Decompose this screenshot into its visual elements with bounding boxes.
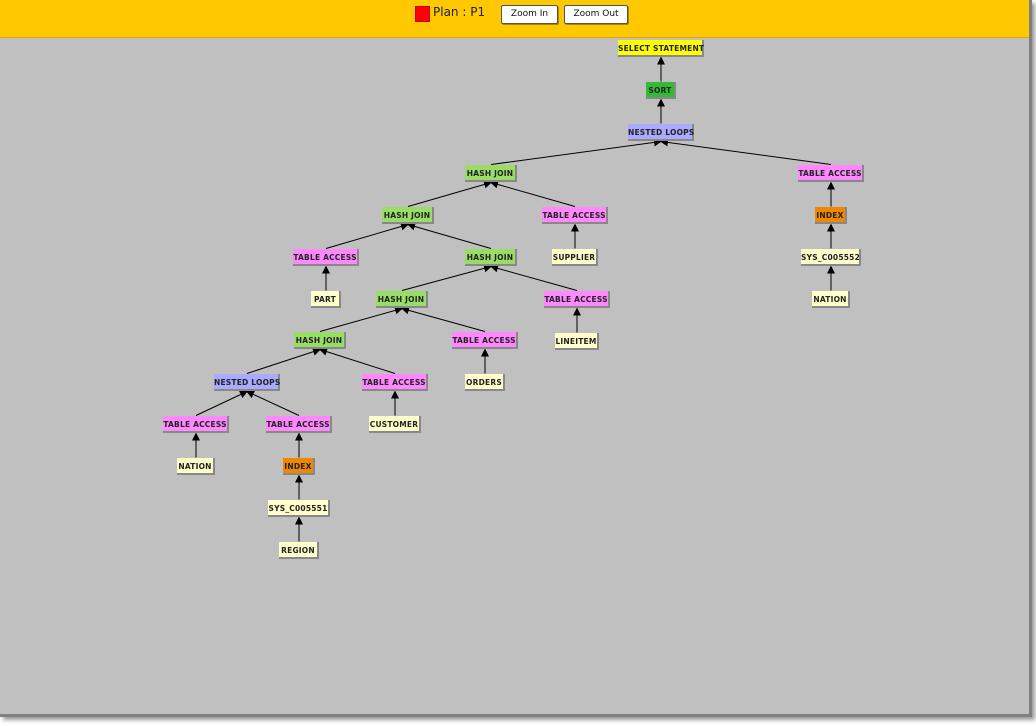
edge-arrow [407, 222, 492, 249]
plan-node-nested-loops[interactable]: NESTED LOOPS [628, 123, 694, 141]
edge-arrow [246, 390, 300, 416]
edge-arrow [401, 306, 486, 332]
plan-node-object[interactable]: CUSTOMER [369, 415, 421, 433]
edge-arrow [660, 138, 832, 165]
plan-label: Plan : P1 [433, 5, 486, 19]
plan-node-hash-join[interactable]: HASH JOIN [294, 331, 346, 349]
plan-node-table-access[interactable]: TABLE ACCESS [293, 248, 359, 266]
edge-arrow [319, 306, 403, 332]
plan-node-hash-join[interactable]: HASH JOIN [382, 206, 434, 224]
plan-node-nested-loops[interactable]: NESTED LOOPS [214, 373, 280, 391]
plan-node-statement[interactable]: SELECT STATEMENT [618, 39, 704, 57]
edge-arrow [325, 222, 409, 249]
plan-node-object[interactable]: NATION [177, 457, 215, 475]
plan-node-table-access[interactable]: TABLE ACCESS [266, 415, 332, 433]
plan-node-object[interactable]: SUPPLIER [552, 248, 598, 266]
plan-node-hash-join[interactable]: HASH JOIN [465, 164, 517, 182]
plan-node-object[interactable]: NATION [812, 290, 850, 308]
plan-node-index[interactable]: INDEX [815, 206, 847, 224]
plan-node-table-access[interactable]: TABLE ACCESS [544, 290, 610, 308]
edge-arrow [195, 390, 248, 416]
plan-edges [192, 56, 835, 542]
plan-node-table-access[interactable]: TABLE ACCESS [542, 206, 608, 224]
plan-node-sort[interactable]: SORT [646, 81, 676, 99]
plan-node-hash-join[interactable]: HASH JOIN [376, 290, 428, 308]
plan-node-object[interactable]: REGION [279, 541, 319, 559]
plan-color-swatch [415, 6, 430, 22]
edge-arrow [490, 264, 578, 291]
edge-arrow [490, 138, 662, 165]
zoom-out-button[interactable]: Zoom Out [564, 5, 628, 24]
edge-arrow [490, 180, 576, 207]
plan-node-object[interactable]: PART [311, 290, 341, 308]
plan-node-hash-join[interactable]: HASH JOIN [465, 248, 517, 266]
edge-arrow [407, 180, 492, 207]
plan-node-object[interactable]: ORDERS [465, 373, 505, 391]
edge-arrow [401, 264, 492, 291]
plan-node-object[interactable]: SYS_C005552 [801, 248, 861, 266]
plan-node-table-access[interactable]: TABLE ACCESS [362, 373, 428, 391]
plan-node-index[interactable]: INDEX [283, 457, 315, 475]
plan-node-table-access[interactable]: TABLE ACCESS [798, 164, 864, 182]
plan-node-object[interactable]: SYS_C005551 [268, 499, 330, 517]
edge-arrow [319, 347, 396, 374]
plan-node-object[interactable]: LINEITEM [555, 332, 599, 350]
zoom-in-button[interactable]: Zoom In [501, 5, 558, 24]
plan-node-table-access[interactable]: TABLE ACCESS [163, 415, 229, 433]
plan-node-table-access[interactable]: TABLE ACCESS [452, 331, 518, 349]
edge-arrow [246, 347, 321, 374]
toolbar: Plan : P1 Zoom In Zoom Out [0, 0, 1029, 38]
